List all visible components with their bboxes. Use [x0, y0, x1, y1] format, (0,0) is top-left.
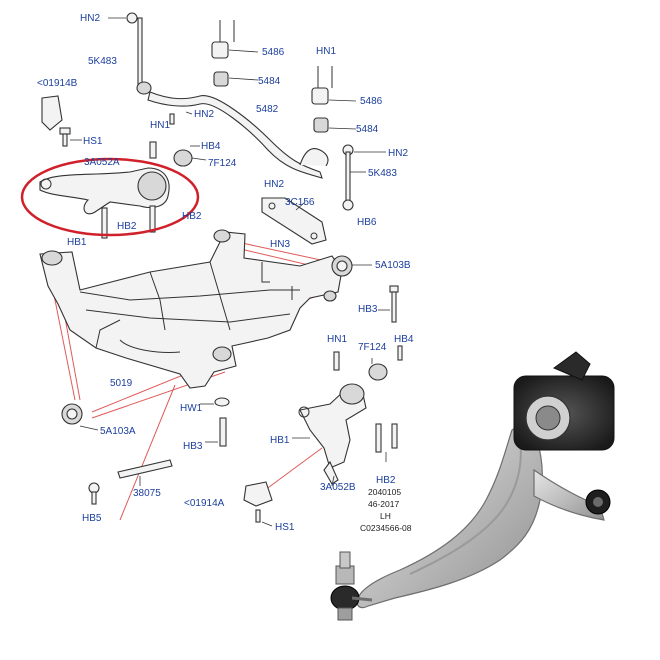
label-hb3-left: HB3	[183, 441, 203, 452]
label-hb3-right: HB3	[358, 304, 378, 315]
bushing-7f124-upper	[149, 111, 207, 167]
label-3a052b: 3A052B	[320, 482, 356, 493]
label-hb6: HB6	[357, 217, 377, 228]
label-7f124-a: 7F124	[208, 158, 237, 169]
control-arm-3a052a	[39, 167, 170, 239]
label-01914b: <01914B	[37, 78, 78, 89]
bolt-hb5	[88, 482, 100, 505]
label-hn2-right2: HN2	[264, 179, 284, 190]
label-hn2-right: HN2	[388, 148, 408, 159]
bracket-3c156	[261, 197, 327, 245]
label-5486-b: 5486	[360, 96, 383, 107]
note-line-1: 2040105	[368, 487, 401, 497]
label-5482: 5482	[256, 104, 279, 115]
label-5486-a: 5486	[262, 47, 285, 58]
label-hn2-mid: HN2	[194, 109, 214, 120]
label-hs1-left: HS1	[83, 136, 103, 147]
label-hs1-bottom: HS1	[275, 522, 295, 533]
reference-notes: 2040105 46-2017 LH C0234566-08	[360, 487, 412, 533]
bolts-hb2-lower	[375, 423, 398, 462]
note-line-2: 46-2017	[368, 499, 399, 509]
label-5019: 5019	[110, 378, 133, 389]
label-38075: 38075	[133, 488, 161, 499]
washer-hw1	[200, 397, 230, 407]
bracket-01914a	[243, 481, 273, 527]
label-hb4-a: HB4	[201, 141, 221, 152]
control-arm-product-photo	[330, 351, 615, 621]
label-5a103a: 5A103A	[100, 426, 136, 437]
rod-38075	[117, 459, 173, 486]
label-5k483-right: 5K483	[368, 168, 397, 179]
bushing-5a103b	[331, 255, 372, 277]
label-hb2-a: HB2	[117, 221, 137, 232]
bushing-5a103a	[61, 403, 99, 431]
control-arm-3a052b	[292, 383, 367, 487]
label-hn1-a: HN1	[150, 120, 170, 131]
label-hn1-c: HN1	[327, 334, 347, 345]
label-hn1-right: HN1	[316, 46, 336, 57]
stabilizer-link-right	[342, 144, 386, 211]
bar-bushing-left	[211, 20, 259, 87]
note-line-3: LH	[380, 511, 391, 521]
bolt-hb3-left	[205, 417, 227, 447]
bracket-01914b	[41, 95, 63, 131]
subframe	[39, 229, 343, 389]
stabilizer-link-left	[108, 12, 152, 95]
label-5a103b: 5A103B	[375, 260, 411, 271]
label-7f124-b: 7F124	[358, 342, 387, 353]
label-3c156: 3C156	[285, 197, 315, 208]
label-hb2-b: HB2	[182, 211, 202, 222]
label-hb5: HB5	[82, 513, 102, 524]
bolt-hb3-right	[378, 285, 399, 323]
label-hb4-b: HB4	[394, 334, 414, 345]
label-5k483-left: 5K483	[88, 56, 117, 67]
highlight-ring	[20, 157, 200, 237]
label-hb1-a: HB1	[67, 237, 87, 248]
bushing-7f124-lower	[333, 345, 403, 381]
label-hb1-b: HB1	[270, 435, 290, 446]
label-hb2-c: HB2	[376, 475, 396, 486]
label-hw1: HW1	[180, 403, 203, 414]
bolt-hs1-left	[59, 127, 82, 147]
label-5484-a: 5484	[258, 76, 281, 87]
label-hn3: HN3	[270, 239, 290, 250]
label-hn2-top: HN2	[80, 13, 100, 24]
stabilizer-bar	[147, 91, 329, 179]
label-01914a: <01914A	[184, 498, 225, 509]
label-5484-b: 5484	[356, 124, 379, 135]
part-labels: HN2 5K483 <01914B HS1 HN1 HB4 7F124 HN2 …	[37, 13, 414, 533]
bar-bushing-right	[311, 66, 357, 133]
note-line-4: C0234566-08	[360, 523, 412, 533]
label-3a052a: 3A052A	[84, 157, 120, 168]
